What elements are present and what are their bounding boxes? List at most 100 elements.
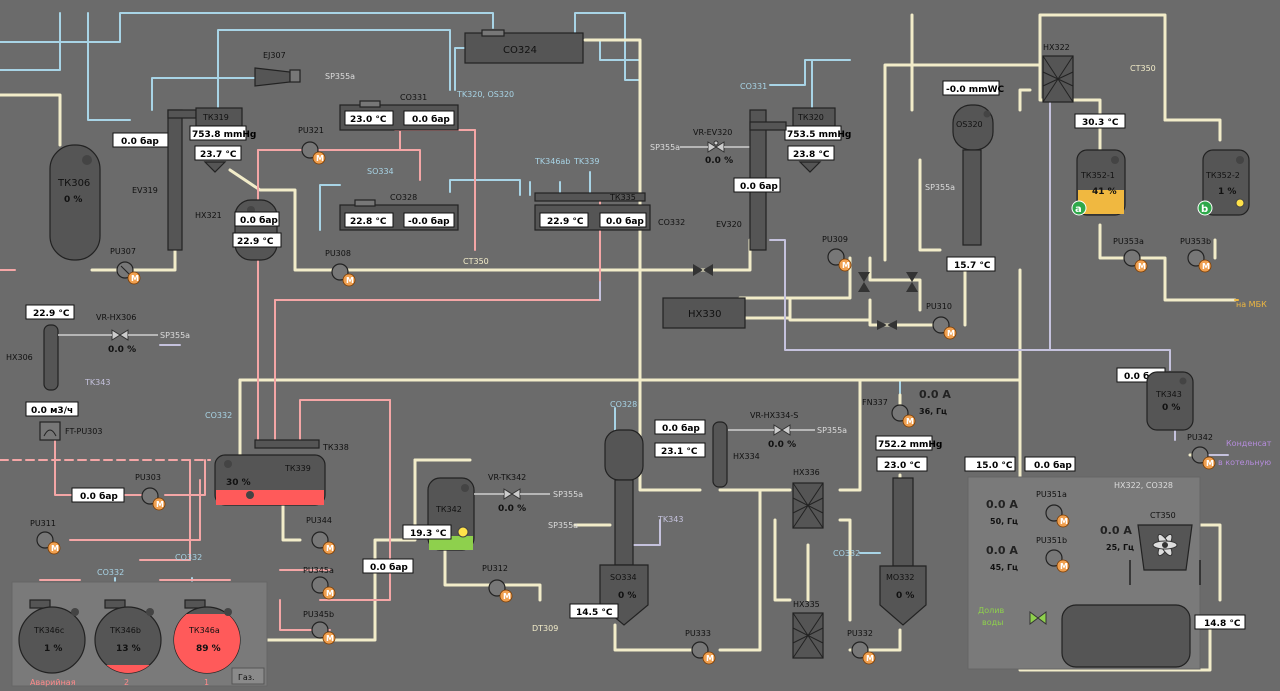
tk335-pressure: 0.0 бар — [599, 212, 647, 228]
vr-tk342-valve[interactable] — [503, 488, 521, 500]
pu333-pump[interactable]: M — [691, 641, 716, 665]
ct350-tag-2: CT350 — [1130, 64, 1156, 73]
so334-column[interactable]: SO334 0 % — [599, 429, 649, 626]
tk346b-level: 13 % — [116, 644, 141, 654]
tk343-tag-2: TK343 — [657, 515, 683, 524]
svg-text:M: M — [947, 329, 955, 338]
gas-button[interactable]: Газ. — [231, 667, 265, 685]
os320-separator[interactable]: OS320 — [952, 104, 994, 246]
tk352-1-tank[interactable]: ТК352-1 41 % a — [1071, 149, 1126, 216]
pu342-pump[interactable]: M — [1191, 446, 1216, 470]
pu312-pump[interactable]: M — [488, 579, 513, 603]
valve-pu309-a[interactable] — [858, 272, 870, 292]
tk346c-tank[interactable]: ТК346c 1 % Аварийная — [18, 599, 86, 687]
tk346b-tank[interactable]: ТК346b 13 % 2 — [94, 599, 162, 687]
tk339-level: 30 % — [226, 478, 251, 488]
fn337-fan[interactable]: M — [891, 404, 916, 428]
pu308-pump[interactable]: M — [331, 263, 356, 287]
pu345b-pump[interactable]: M — [311, 621, 336, 645]
pu308-label: PU308 — [325, 249, 351, 258]
ej307-ejector[interactable]: EJ307 SP355a — [254, 51, 355, 87]
tk343-label: ТК343 — [1155, 390, 1182, 399]
tk339-tank[interactable]: ТК339 30 % ТК338 — [214, 439, 349, 506]
svg-text:19.3 °C: 19.3 °C — [410, 529, 447, 539]
pu303-pump[interactable]: M — [141, 487, 166, 511]
pu307-pump[interactable]: M — [116, 261, 141, 285]
pu307-label: PU307 — [110, 247, 136, 256]
svg-text:0.0 бар: 0.0 бар — [121, 136, 159, 147]
pu351b-pump[interactable]: M — [1045, 549, 1070, 573]
tk306-level: 0 % — [64, 195, 82, 205]
vr-ev320-valve[interactable] — [707, 140, 725, 153]
top-up-valve[interactable] — [1029, 611, 1047, 625]
tk352-2-tank[interactable]: ТК352-2 1 % b — [1197, 149, 1250, 216]
hx321-exchanger[interactable]: HX321 — [195, 199, 278, 261]
hx334-exchanger[interactable]: HX334 — [712, 421, 760, 488]
tk319-tank[interactable]: ТК319 — [195, 107, 243, 173]
tk343-tank[interactable]: ТК343 0 % — [1146, 371, 1194, 431]
svg-text:0.0 бар: 0.0 бар — [740, 181, 778, 192]
svg-text:M: M — [1206, 459, 1214, 468]
svg-text:M: M — [1060, 517, 1068, 526]
svg-text:22.9 °C: 22.9 °C — [237, 237, 274, 247]
so334-label: SO334 — [610, 573, 637, 582]
pu310-pump[interactable]: M — [932, 316, 957, 340]
pu303-label: PU303 — [135, 473, 161, 482]
pu344-pump[interactable]: M — [311, 531, 336, 555]
svg-text:M: M — [156, 500, 164, 509]
tk342-label: ТК342 — [435, 505, 462, 514]
svg-text:0.0 бар: 0.0 бар — [1124, 371, 1162, 382]
vr-hx334-valve[interactable] — [773, 424, 791, 436]
hx322-co328-tag: HX322, CO328 — [1114, 481, 1173, 490]
valve-pu309-b[interactable] — [906, 272, 918, 292]
svg-text:M: M — [326, 589, 334, 598]
pu332-pump[interactable]: M — [851, 641, 876, 665]
ev319-evaporator[interactable]: EV319 — [132, 109, 197, 251]
pu351a-pump[interactable]: M — [1045, 504, 1070, 528]
pu309-pump[interactable]: M — [827, 248, 852, 272]
svg-text:-0.0 бар: -0.0 бар — [408, 216, 450, 227]
hx322-exchanger[interactable] — [1042, 55, 1074, 103]
hx306-exchanger[interactable]: HX306 — [6, 324, 59, 391]
svg-text:23.8 °C: 23.8 °C — [793, 150, 830, 160]
ct350-tower[interactable] — [1129, 524, 1201, 585]
co328-tag: CO328 — [610, 400, 637, 409]
pu311-pump[interactable]: M — [36, 531, 61, 555]
co324-label: CO324 — [503, 45, 537, 56]
svg-text:M: M — [1060, 562, 1068, 571]
hx330-exchanger[interactable]: HX330 — [662, 297, 746, 329]
ct350-basin[interactable] — [1061, 604, 1191, 668]
pu321-pump[interactable]: M — [301, 141, 326, 165]
pu351a-freq: 50, Гц — [990, 517, 1018, 526]
os320-label: OS320 — [956, 120, 983, 129]
tk320-label: ТК320 — [797, 113, 824, 122]
hx306-label: HX306 — [6, 353, 33, 362]
tk346a-tank[interactable]: ТК346a 89 % 1 — [173, 599, 241, 687]
tk343-tag: TK343 — [84, 378, 110, 387]
svg-text:23.0 °C: 23.0 °C — [350, 115, 387, 125]
pu345a-pump[interactable]: M — [311, 576, 336, 600]
tk346b-label: ТК346b — [109, 626, 141, 635]
valve-pu310[interactable] — [877, 320, 897, 330]
pu353a-pump[interactable]: M — [1123, 249, 1148, 273]
tk352-2-level: 1 % — [1218, 187, 1236, 197]
ev319-label: EV319 — [132, 186, 158, 195]
valve-hx330-inlet[interactable] — [693, 264, 713, 276]
pu353b-pump[interactable]: M — [1187, 249, 1212, 273]
tk306-tank[interactable]: ТК306 0 % — [49, 144, 101, 261]
ft-pu303-meter[interactable]: FT-PU303 — [39, 421, 102, 441]
hx306-flow: 0.0 м3/ч — [25, 401, 79, 417]
hx335-label: HX335 — [793, 600, 820, 609]
hx336-exchanger[interactable] — [792, 482, 824, 529]
mo332-column[interactable]: MO332 0 % — [879, 477, 927, 626]
co324-cooler[interactable]: CO324 — [464, 29, 584, 64]
tk320-tank[interactable]: ТК320 — [792, 107, 836, 173]
tk339-level-fill — [216, 490, 324, 505]
fn337-current: 0.0 A — [919, 388, 951, 401]
sp355a-hx334-tag: SP355a — [817, 426, 847, 435]
vr-ev320-pct: 0.0 % — [705, 156, 733, 166]
vr-hx306-valve[interactable] — [111, 329, 129, 341]
tk346a-label: ТК346a — [188, 626, 220, 635]
hx335-exchanger[interactable] — [792, 612, 824, 659]
pu345-pressure: 0.0 бар — [362, 558, 414, 574]
